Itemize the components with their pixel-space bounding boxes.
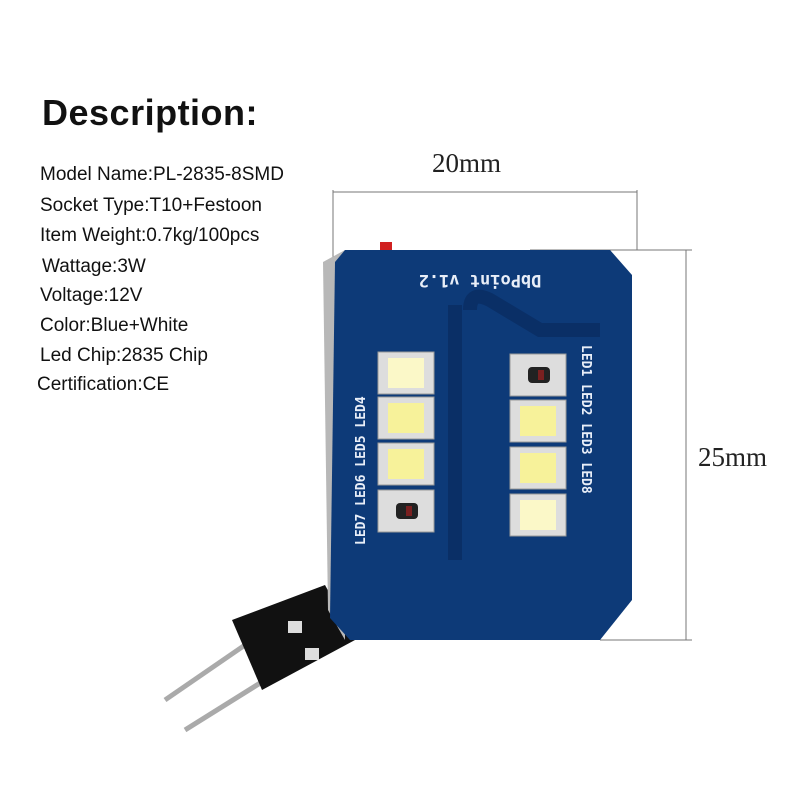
spec-certification: Certification:CE [37,374,169,395]
spec-socket-type: Socket Type:T10+Festoon [40,195,262,216]
board-label: DbPoint v1.2 [419,270,542,290]
width-dimension-label: 20mm [432,148,502,178]
spec-model-name: Model Name:PL-2835-8SMD [40,164,284,185]
spec-wattage: Wattage:3W [42,256,146,277]
right-led-column [509,353,567,537]
connector [163,585,355,733]
pcb-board [330,250,632,640]
spec-color: Color:Blue+White [40,315,189,336]
spec-item-weight: Item Weight:0.7kg/100pcs [40,225,260,246]
spec-voltage: Voltage:12V [40,285,143,306]
spec-led-chip: Led Chip:2835 Chip [40,345,208,366]
description-title: Description: [42,92,259,133]
height-dimension-label: 25mm [698,442,768,472]
left-led-labels: LED7 LED6 LED5 LED4 [354,396,369,545]
solder-point [380,242,392,250]
left-led-column [377,351,435,533]
dimension-lines [332,190,692,641]
right-led-labels: LED1 LED2 LED3 LED8 [578,345,593,494]
